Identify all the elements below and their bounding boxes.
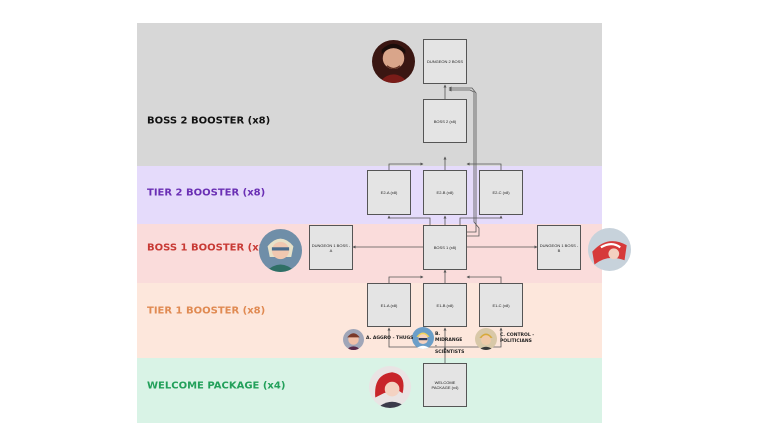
connector-e2a-boss2 bbox=[388, 162, 424, 170]
band-label-boss-1: BOSS 1 BOOSTER (x8) bbox=[147, 242, 271, 254]
box-e2-c: E2-C (x8) bbox=[479, 170, 523, 215]
band-label-welcome: WELCOME PACKAGE (x4) bbox=[147, 380, 286, 392]
box-boss-1: BOSS 1 (x8) bbox=[423, 225, 467, 270]
choice-c-text: C. CONTROL - POLITICIANS bbox=[500, 333, 535, 344]
choice-b-portrait-icon bbox=[412, 327, 434, 349]
box-e2-b: E2-B (x8) bbox=[423, 170, 467, 215]
box-dungeon-1-boss-b: DUNGEON 1 BOSS - B bbox=[537, 225, 581, 270]
connector-e1a-boss1 bbox=[388, 275, 424, 283]
box-e2-a: E2-A (x8) bbox=[367, 170, 411, 215]
box-e1-c: E1-C (x8) bbox=[479, 283, 523, 327]
box-e1-a: E1-A (x8) bbox=[367, 283, 411, 327]
choice-a-portrait-icon bbox=[343, 329, 364, 350]
band-label-tier-1: TIER 1 BOOSTER (x8) bbox=[147, 305, 266, 317]
connector-boss1-e2c bbox=[459, 215, 503, 225]
band-boss-1 bbox=[137, 224, 602, 283]
connector-bypass-left bbox=[448, 88, 480, 237]
dungeon-1-boss-a-portrait-icon bbox=[259, 229, 302, 272]
connector-bypass-right bbox=[448, 86, 477, 233]
box-boss-2: BOSS 2 (x8) bbox=[423, 99, 467, 143]
box-e1-b: E1-B (x8) bbox=[423, 283, 467, 327]
band-label-tier-2: TIER 2 BOOSTER (x8) bbox=[147, 187, 266, 199]
band-label-boss-2: BOSS 2 BOOSTER (x8) bbox=[147, 115, 271, 127]
choice-b-text: B. MIDRANGE - SCIENTISTS bbox=[435, 332, 465, 355]
box-dungeon-1-boss-a: DUNGEON 1 BOSS - A bbox=[309, 225, 353, 270]
box-welcome-package: WELCOME PACKAGE (x4) bbox=[423, 363, 467, 407]
connector-to-e1c bbox=[445, 327, 503, 348]
connector-e1c-boss1 bbox=[466, 275, 502, 283]
connector-boss1-e2a bbox=[387, 215, 431, 225]
dungeon-2-boss-portrait-icon bbox=[372, 40, 415, 83]
connector-e2c-boss2 bbox=[466, 162, 502, 170]
choice-b-label: B. MIDRANGE - SCIENTISTS bbox=[435, 332, 465, 356]
box-dungeon-2-boss: DUNGEON 2 BOSS bbox=[423, 39, 467, 84]
choice-c-portrait-icon bbox=[475, 328, 497, 350]
welcome-character-portrait-icon bbox=[369, 366, 411, 408]
dungeon-1-boss-b-portrait-icon bbox=[588, 228, 631, 271]
choice-a-label: A. AGGRO - THUGS bbox=[366, 336, 414, 341]
band-boss-2 bbox=[137, 23, 602, 166]
choice-c-label: C. CONTROL - POLITICIANS bbox=[500, 333, 536, 345]
